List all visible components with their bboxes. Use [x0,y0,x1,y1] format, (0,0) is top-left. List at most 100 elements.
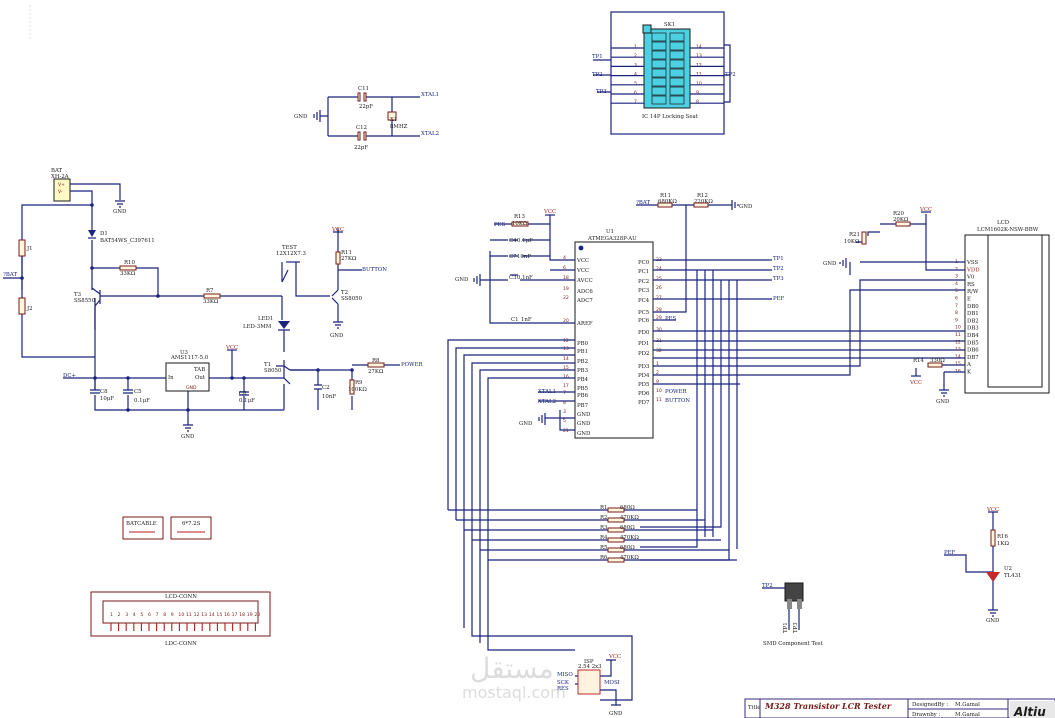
lcd-pin-name: V0 [966,275,975,281]
resistor-r13 [511,221,529,227]
u1-pin-num: 21 [563,428,569,434]
r10-ref: R10 [124,260,135,266]
xtal1-net: XTAL1 [421,92,439,98]
r10-val: 33KΩ [120,271,136,277]
power-net: POWER [401,362,424,368]
sk1-ref: SK1 [664,22,675,28]
t3-val: SS8550 [74,298,96,304]
ldc-conn-label: LDC-CONN [165,641,197,647]
sk1-cell [669,68,685,78]
vcc-r14: VCC [909,380,922,386]
sheet-title: M328 Transistor LCR Tester [764,701,892,711]
conn-pin-num: 18 [239,612,245,618]
lcd-pin-num: 14 [955,354,961,360]
bat-part: XH-2A [51,174,69,180]
u1-pin-name: AREF [576,321,593,327]
u1-pin-name: PD4 [638,373,650,379]
c6-ref: C6 [239,391,247,397]
u1-pin-name: PD3 [638,364,650,370]
reference-u2: VCC R16 1KΩ U2 TL431 PEF GND [944,507,1021,624]
led1-val: LED-3MM [243,324,272,330]
conn-pin-num: 17 [232,612,238,618]
sk1-cell [669,86,685,96]
u3-gnd: GND [186,385,197,391]
sk1-cell [651,59,667,69]
r11b-val: 680KΩ [658,199,677,205]
r2-val: 470KΩ [620,515,639,521]
vcc-isp: VCC [608,654,621,660]
bat-connector [53,178,71,202]
watermark: مستقل mostaql.com [462,652,566,702]
sk1-pin-num: 11 [696,72,702,78]
c2-ref: C2 [322,385,330,391]
battery-section: BAT XH-2A V+ V- GND D1 BAT54WS_C397611 J… [3,168,282,390]
smd-isp: TP2 SMD Component Test TP1 TP3 ISP 2.54 … [557,582,824,717]
sk1-pin-num: 5 [634,81,637,87]
sk1-cell [669,41,685,51]
conn-pin-num: 6 [148,612,151,618]
r9-val: 100KΩ [348,387,367,393]
u1-pin-num: 18 [563,275,569,281]
power-u1-net: POWER [665,389,688,395]
xtal2-net: XTAL2 [421,131,439,137]
sk1-pin-num: 7 [634,99,637,105]
c4-ref: C4 [509,238,517,244]
r3-ref: R3 [600,525,608,531]
gnd-u1-bottom: GND [519,421,533,427]
xtal1-u1: XTAL1 [538,389,556,395]
r7-ref: R7 [206,288,214,294]
button-section: TEST 12X12X7.3 VCC R11 27KΩ BUTTON T2 SS… [243,227,424,410]
u1-pin-name: PC6 [638,318,650,324]
u1-pin-name: PC4 [638,298,650,304]
r12-ref: R12 [697,193,708,199]
c11-ref: C11 [358,86,369,92]
sk1-pin-num: 9 [696,90,699,96]
u1-pin-name: PD6 [638,391,650,397]
j1-ref: J1 [26,246,33,252]
r12-val: 220KΩ [694,199,713,205]
lcd-pin-name: A [966,362,971,368]
u1-pin-name: PC1 [638,269,649,275]
resistor-r14 [927,362,943,368]
dcplus-net: DC+ [63,373,76,379]
sk1-pin-num: 12 [696,62,702,68]
led1 [278,321,290,329]
u1-pin-name: AVCC [576,278,593,284]
r6-val: 470KΩ [620,555,639,561]
smd-tp1: TP1 [783,622,789,633]
conn-pin-num: 15 [216,612,222,618]
batcable-label: BATCABLE [126,521,157,527]
u3-in: In [168,375,174,381]
isp-val: 2.54 2x3 [578,664,602,670]
resistor-r16 [990,529,996,547]
u1-pin-name: PB3 [577,368,589,374]
u3-val: AMS1117-5.0 [170,355,209,361]
lcd-pin-name: DB3 [967,326,979,332]
gnd-label-crystal: GND [294,114,308,120]
u1-pin-num: 7 [563,390,566,396]
svg-text:مستقل: مستقل [470,652,554,685]
t1-val: S8050 [264,368,282,374]
conn-pin-num: 16 [224,612,230,618]
u1-pin-name: PB0 [577,341,589,347]
t2-ref: T2 [341,290,348,296]
c8-ref: C8 [100,389,108,395]
u1-pin-num: 12 [563,338,569,344]
conn-pin-num: 20 [254,612,260,618]
sk1-cell [651,41,667,51]
lcd-part: LCM1602K-NSW-BBW [977,227,1039,233]
lcd-pin-num: 10 [955,325,961,331]
vcc-lcd: VCC [919,207,932,213]
lcd-pin-name: DB2 [967,318,979,324]
tp3-net: TP3 [773,276,784,282]
u1-pin-num: 20 [563,318,569,324]
lcd-pin-num: 9 [955,317,958,323]
j2-ref: J2 [26,306,33,312]
sk1-part: IC 14P Locking Seat [642,114,699,120]
c11-val: 22pF [359,104,373,110]
u1-pin-num: 8 [563,400,566,406]
r4-val: 470KΩ [620,535,639,541]
u1-pin-name: GND [577,431,591,437]
